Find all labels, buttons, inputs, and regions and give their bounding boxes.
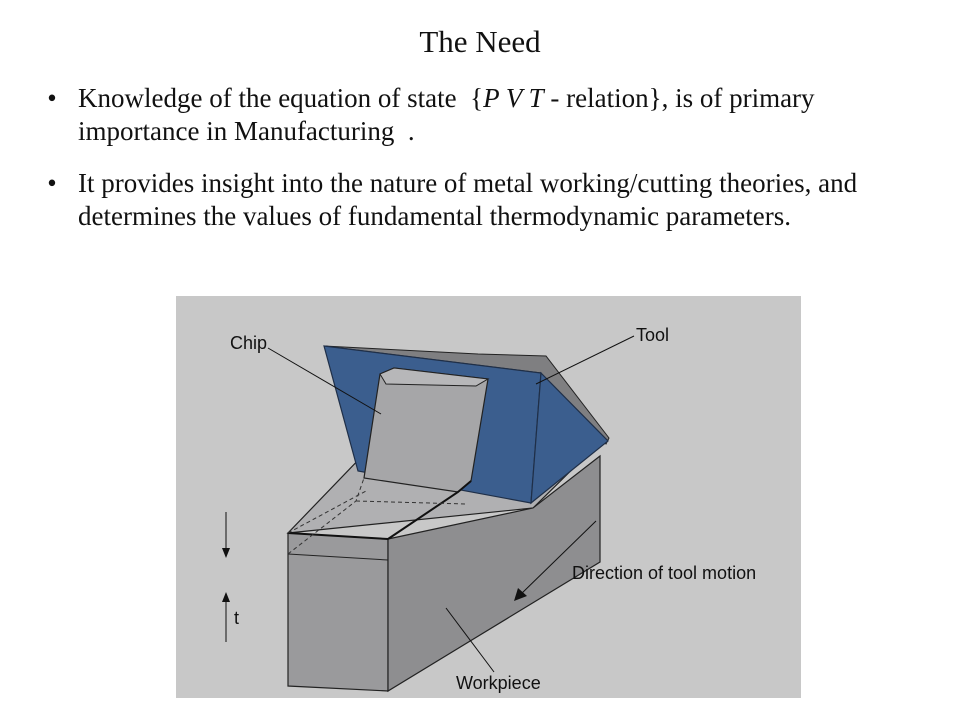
label-workpiece: Workpiece (456, 673, 541, 693)
bullet-dot: • (47, 168, 57, 198)
label-direction: Direction of tool motion (572, 563, 756, 583)
bullet-list: • Knowledge of the equation of state {P … (40, 82, 920, 252)
direction-arrow-head (514, 588, 527, 601)
direction-arrow-line (518, 520, 597, 597)
label-chip: Chip (230, 333, 267, 353)
chip-root-edge (387, 480, 472, 540)
bullet-1-math: P V T (483, 83, 544, 113)
leader-tool (535, 335, 635, 385)
chip-top (379, 367, 490, 387)
label-tool: Tool (636, 325, 669, 345)
label-thickness: t (234, 608, 239, 628)
bullet-item-2: • It provides insight into the nature of… (40, 167, 920, 233)
thickness-arrowhead-down (222, 548, 230, 558)
thickness-arrowhead-up (222, 592, 230, 602)
bullet-1-math-rest: - relation (543, 83, 649, 113)
cutting-diagram: Chip Tool Direction of tool motion t Wor… (176, 296, 801, 698)
bullet-1-brace-open: { (470, 83, 484, 113)
chip-hidden-edge-cross (355, 500, 467, 505)
bullet-2-text: It provides insight into the nature of m… (78, 168, 858, 231)
page-title: The Need (419, 24, 541, 59)
bullet-1-brace-close: } (648, 83, 662, 113)
bullet-1-text-after: , is of primary importance in Manufactur… (78, 83, 815, 146)
leader-workpiece (445, 607, 495, 673)
bullet-item-1: • Knowledge of the equation of state {P … (40, 82, 920, 148)
bullet-1-end: . (407, 116, 415, 146)
workpiece-side-face (387, 454, 601, 693)
bullet-dot: • (47, 83, 57, 113)
tool-flank-face (530, 371, 609, 505)
cut-depth-line (287, 553, 389, 561)
chip-body (363, 367, 489, 493)
bullet-1-text-before: Knowledge of the equation of state (78, 83, 457, 113)
cutting-diagram-svg: Chip Tool Direction of tool motion t Wor… (176, 296, 801, 698)
chip-hidden-edge-top (287, 490, 367, 534)
leader-chip (267, 347, 382, 415)
workpiece-edge (287, 532, 389, 540)
